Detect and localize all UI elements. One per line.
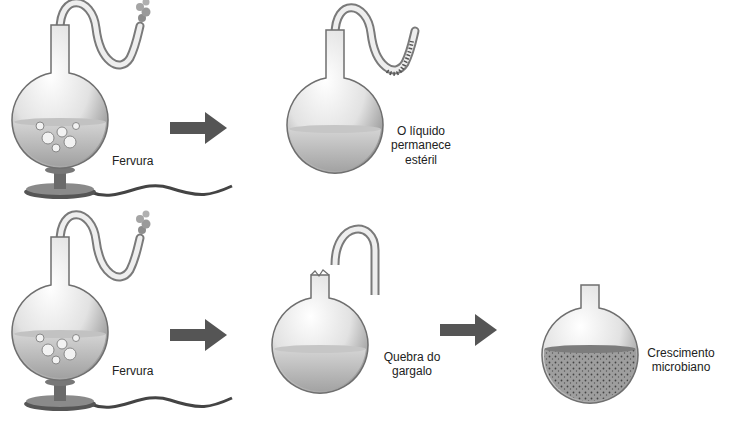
swan-neck xyxy=(335,8,415,70)
broken-tube xyxy=(335,229,375,295)
break-edge xyxy=(311,270,329,276)
burner xyxy=(24,166,232,199)
step-label: Fervura xyxy=(112,154,168,168)
step-arrow xyxy=(170,319,227,351)
burner xyxy=(24,378,232,411)
contaminated-flask xyxy=(540,285,640,409)
step-label: Fervura xyxy=(112,364,168,378)
swan-neck xyxy=(60,215,140,277)
sterile-flask xyxy=(285,8,415,179)
steam xyxy=(136,0,151,22)
liquid xyxy=(270,345,370,399)
step-label: Crescimento microbiano xyxy=(638,346,724,375)
trapped-dust xyxy=(387,41,412,74)
swan-neck xyxy=(60,3,140,65)
liquid xyxy=(10,118,110,172)
step-label: Quebra do gargalo xyxy=(382,350,442,379)
liquid xyxy=(285,125,385,179)
boiling-flask xyxy=(10,211,232,412)
boiling-flask xyxy=(10,0,232,199)
cloudy-liquid xyxy=(540,345,640,409)
steam xyxy=(136,211,151,235)
liquid xyxy=(10,330,110,384)
step-label: O líquido permanece estéril xyxy=(384,124,458,167)
step-arrow xyxy=(440,314,497,346)
broken-neck-flask xyxy=(270,229,375,399)
step-arrow xyxy=(170,112,227,144)
